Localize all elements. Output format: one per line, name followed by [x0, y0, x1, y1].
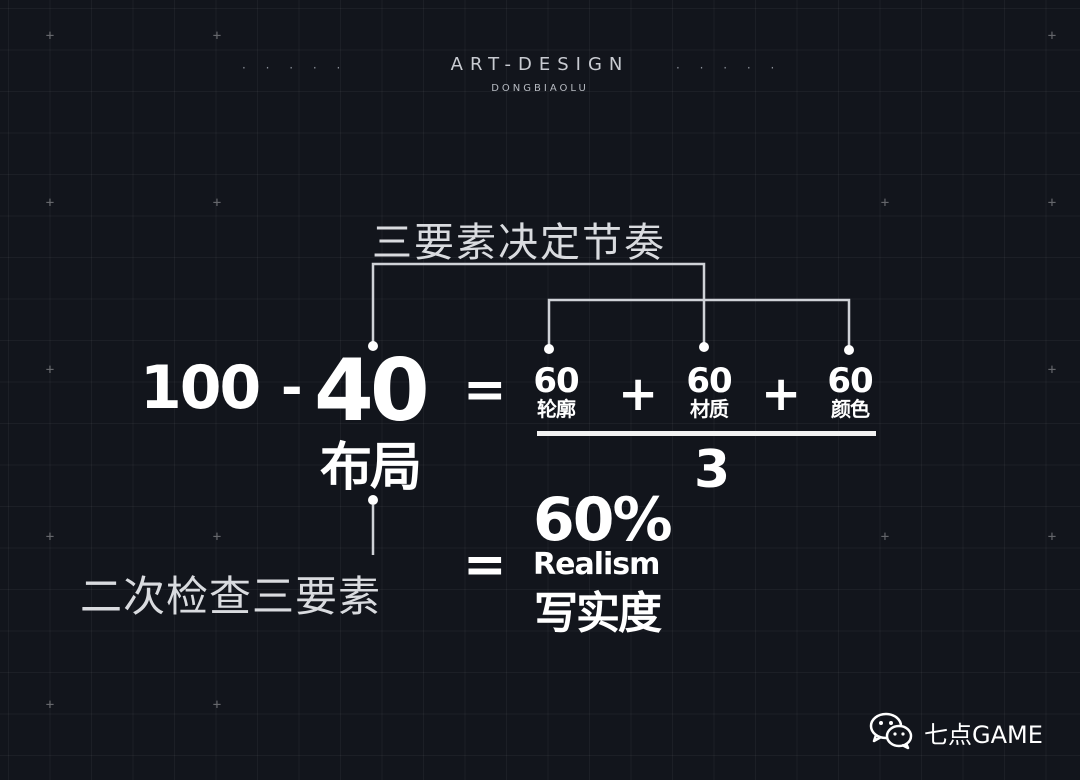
- grid-plus-marker: +: [212, 529, 222, 545]
- bottom-label: 二次检查三要素: [80, 572, 382, 621]
- term-label: 材质: [690, 397, 729, 421]
- connector-dot-color: [844, 345, 854, 355]
- formula-equals-sign: =: [463, 360, 507, 420]
- formula-subtract-value: 40: [314, 341, 430, 441]
- grid-plus-marker: +: [1047, 362, 1057, 378]
- formula-minus-sign: -: [281, 358, 303, 418]
- formula-subtract-label: 布局: [320, 438, 422, 498]
- grid-plus-marker: +: [212, 697, 222, 713]
- connector-dot-material: [699, 342, 709, 352]
- fraction-bar: [537, 431, 876, 436]
- result-label-zh: 写实度: [534, 588, 662, 639]
- formula-plus-sign: +: [618, 366, 659, 422]
- term-label: 颜色: [831, 397, 870, 421]
- watermark-text: 七点GAME: [924, 720, 1043, 749]
- inner-bracket-line: [547, 298, 851, 348]
- formula-term-color: 60 颜色: [815, 364, 885, 420]
- header-subtitle: DONGBIAOLU: [491, 83, 589, 94]
- header-title: ART-DESIGN: [450, 54, 630, 75]
- formula-plus-sign: +: [761, 366, 802, 422]
- grid-plus-marker: +: [45, 195, 55, 211]
- grid-plus-marker: +: [45, 529, 55, 545]
- grid-plus-marker: +: [1047, 529, 1057, 545]
- term-value: 60: [686, 361, 732, 401]
- grid-plus-marker: +: [45, 697, 55, 713]
- grid-plus-marker: +: [1047, 28, 1057, 44]
- watermark: 七点GAME: [868, 712, 1043, 752]
- connector-dot-40: [368, 341, 378, 351]
- grid-plus-marker: +: [880, 195, 890, 211]
- result-label-en: Realism: [533, 547, 660, 582]
- formula-denominator: 3: [694, 440, 731, 500]
- grid-plus-marker: +: [880, 529, 890, 545]
- top-label: 三要素决定节奏: [372, 220, 666, 266]
- grid-plus-marker: +: [212, 195, 222, 211]
- connector-dot-layout: [368, 495, 378, 505]
- term-label: 轮廓: [537, 397, 576, 421]
- result-percent: 60%: [533, 485, 673, 555]
- term-value: 60: [533, 361, 579, 401]
- grid-plus-marker: +: [212, 28, 222, 44]
- formula-base-value: 100: [140, 353, 261, 423]
- grid-plus-marker: +: [1047, 195, 1057, 211]
- result-equals-sign: =: [463, 535, 507, 595]
- header-dots-left: · · · · ·: [242, 61, 349, 75]
- wechat-icon: [868, 710, 914, 754]
- connector-dot-outline: [544, 344, 554, 354]
- top-bracket-line: [371, 262, 706, 345]
- grid-plus-marker: +: [45, 28, 55, 44]
- formula-term-outline: 60 轮廓: [521, 364, 591, 420]
- header-dots-right: · · · · ·: [676, 61, 783, 75]
- grid-plus-marker: +: [45, 362, 55, 378]
- term-value: 60: [827, 361, 873, 401]
- formula-term-material: 60 材质: [674, 364, 744, 420]
